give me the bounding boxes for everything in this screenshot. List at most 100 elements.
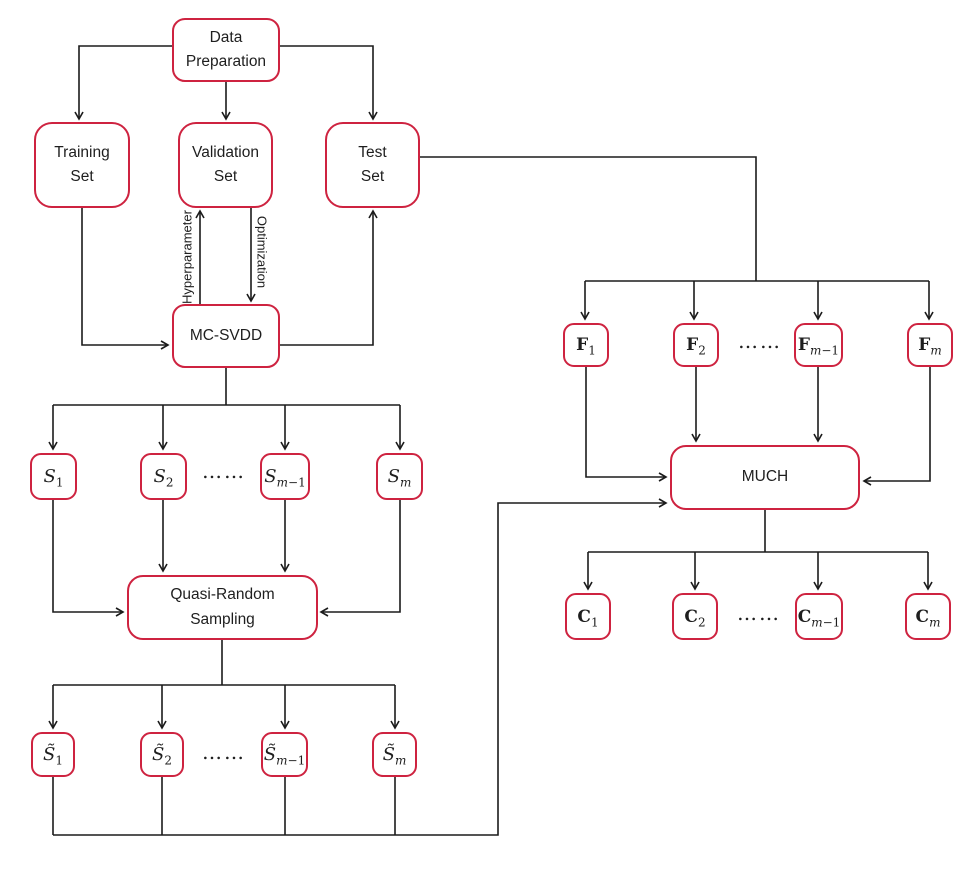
math-sub: 1 — [55, 475, 64, 490]
node-sm-label: Sm — [387, 465, 412, 488]
node-mc-svdd-label: MC-SVDD — [189, 326, 263, 344]
math-sub: 2 — [165, 475, 174, 490]
math-sub-italic: m — [276, 753, 288, 768]
math-base: S — [387, 465, 400, 487]
math-sub: 2 — [698, 343, 706, 358]
edges-much-to-c-row — [583, 510, 933, 591]
edges-stilde-row-to-much — [52, 498, 668, 836]
math-base: C — [684, 606, 698, 627]
node-sm-minus-1-label: Sm−1 — [264, 465, 306, 490]
node-s2: S2 — [140, 453, 187, 500]
node-sm: Sm — [376, 453, 423, 500]
node-s-tilde-m-minus-1: S̃m−1 — [261, 732, 308, 777]
math-base: C — [915, 606, 930, 627]
edges-mcsvdd-validation-loop — [195, 208, 256, 304]
edge-dataprep-to-training — [74, 45, 172, 121]
edge-label-hyperparameter: Hyperparameter — [179, 210, 195, 304]
node-validation-set-label: Validation Set — [192, 143, 259, 185]
edges-training-to-mcsvdd — [81, 208, 170, 350]
node-f2: F2 — [673, 323, 719, 367]
node-c1: C1 — [565, 593, 611, 640]
ellipsis-s-tilde-row: …… — [202, 739, 246, 764]
math-base: F — [918, 335, 931, 355]
edge-mcsvdd-to-test — [280, 209, 378, 346]
node-quasi-random-sampling: Quasi-Random Sampling — [127, 575, 318, 640]
math-sub: 2 — [697, 615, 706, 630]
math-sub: −1 — [287, 753, 306, 768]
math-sub-italic: m — [394, 753, 407, 768]
node-s-tilde-1-label: S̃1 — [43, 743, 63, 768]
math-base: C — [797, 606, 812, 627]
node-quasi-random-sampling-label: Quasi-Random Sampling — [170, 586, 275, 628]
math-sub: −1 — [821, 343, 840, 358]
node-sm-minus-1: Sm−1 — [260, 453, 310, 500]
math-sub-italic: m — [929, 615, 941, 630]
node-s-tilde-1: S̃1 — [31, 732, 75, 777]
node-data-preparation-label: Data Preparation — [185, 28, 267, 70]
node-s-tilde-2: S̃2 — [140, 732, 184, 777]
node-validation-set: Validation Set — [178, 122, 273, 208]
node-s-tilde-m-minus-1-label: S̃m−1 — [263, 743, 306, 768]
node-c2: C2 — [672, 593, 718, 640]
math-base: S̃ — [382, 743, 395, 765]
edge-dataprep-to-test — [280, 45, 378, 121]
edge-label-optimization: Optimization — [254, 215, 270, 289]
math-sub-italic: m — [809, 343, 822, 358]
math-base: S̃ — [43, 743, 56, 765]
node-s1: S1 — [30, 453, 77, 500]
edge-test-to-f-junction — [420, 156, 757, 281]
node-fm-minus-1-label: Fm−1 — [797, 335, 839, 357]
edge-f1-to-much — [585, 367, 668, 482]
math-base: S — [153, 465, 166, 487]
ellipsis-c-row: …… — [737, 600, 781, 625]
edges-f-row-to-much — [585, 367, 931, 486]
node-f2-label: F2 — [686, 335, 706, 357]
math-sub: −1 — [822, 615, 841, 630]
math-sub: 1 — [588, 343, 596, 358]
node-fm: Fm — [907, 323, 953, 367]
node-s1-label: S1 — [43, 465, 64, 490]
node-training-set: Training Set — [34, 122, 130, 208]
node-data-preparation: Data Preparation — [172, 18, 280, 82]
edges-data-preparation-out — [74, 45, 378, 121]
node-much: MUCH — [670, 445, 860, 510]
edges-sampling-to-stilde-row — [48, 640, 400, 730]
node-c1-label: C1 — [577, 608, 599, 630]
math-base: F — [686, 335, 699, 355]
edges-test-to-f-row — [420, 156, 934, 321]
math-sub: 1 — [55, 753, 63, 768]
math-base: S — [43, 465, 56, 487]
node-much-label: MUCH — [741, 468, 789, 486]
math-sub: 1 — [590, 615, 599, 630]
math-sub: 2 — [164, 753, 172, 768]
edge-fm-to-much — [862, 367, 931, 486]
node-s-tilde-2-label: S̃2 — [152, 743, 172, 768]
math-base: F — [797, 335, 810, 355]
node-cm-label: Cm — [915, 606, 941, 630]
node-fm-minus-1: Fm−1 — [794, 323, 843, 367]
node-fm-label: Fm — [918, 335, 941, 357]
math-base: S — [264, 465, 277, 487]
node-s2-label: S2 — [153, 465, 174, 490]
node-cm: Cm — [905, 593, 951, 640]
edges-s-row-to-sampling — [52, 500, 401, 617]
edge-s1-to-sampling — [52, 500, 125, 617]
node-f1-label: F1 — [576, 336, 596, 357]
node-mc-svdd: MC-SVDD — [172, 304, 280, 368]
node-test-set: Test Set — [325, 122, 420, 208]
node-s-tilde-m-label: S̃m — [382, 743, 407, 768]
edge-sm-to-sampling — [319, 500, 401, 617]
math-base: S̃ — [152, 743, 165, 765]
math-sub: −1 — [288, 475, 306, 490]
math-sub-italic: m — [811, 615, 823, 630]
edge-collector-to-much — [53, 498, 668, 836]
node-test-set-label: Test Set — [358, 143, 387, 185]
math-sub-italic: m — [276, 475, 289, 490]
edge-training-to-mcsvdd — [81, 208, 170, 350]
ellipsis-s-row: …… — [202, 458, 246, 483]
node-training-set-label: Training Set — [54, 143, 110, 185]
math-sub-italic: m — [930, 343, 942, 358]
math-base: S̃ — [263, 743, 277, 765]
